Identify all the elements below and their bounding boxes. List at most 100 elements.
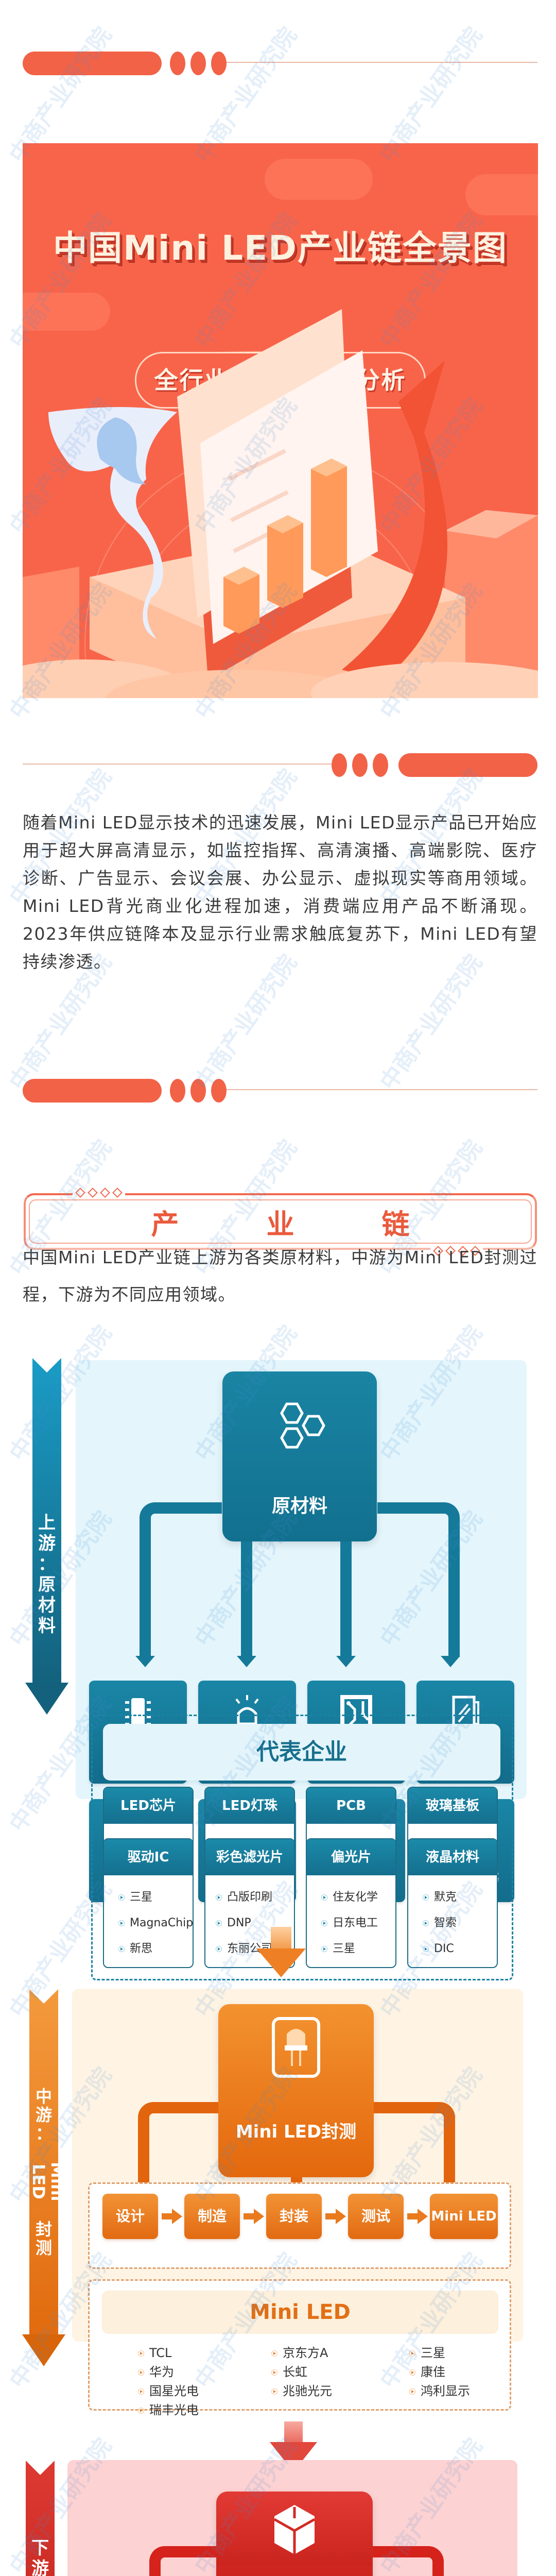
company-item: 国星光电: [138, 2382, 199, 2401]
bullet-arrow-icon: [321, 1946, 327, 1952]
bullet-arrow-icon: [409, 2388, 415, 2395]
bullet-arrow-icon: [138, 2388, 144, 2395]
company-item: 鸿利显示: [409, 2382, 470, 2401]
mini-led-list-banner: Mini LED: [102, 2291, 498, 2334]
intro-paragraph: 随着Mini LED显示技术的迅速发展，Mini LED显示产品已开始应用于超大…: [23, 812, 537, 972]
bullet-arrow-icon: [138, 2350, 144, 2357]
process-step: 设计: [102, 2194, 158, 2239]
report-chart-illustration: [23, 309, 538, 698]
company-item: TCL: [138, 2344, 199, 2363]
process-step: 制造: [184, 2194, 240, 2239]
downstream-side-label: 下游：应用领域: [31, 2538, 49, 2576]
arrow-down-icon: [237, 1656, 256, 1667]
upstream-hub: 原材料: [222, 1371, 377, 1541]
top-divider: [23, 49, 537, 75]
bullet-arrow-icon: [423, 1920, 429, 1926]
company-item: DIC: [423, 1936, 497, 1962]
mini-led-list-title-text: Mini LED: [250, 2300, 351, 2324]
process-step: 测试: [348, 2194, 404, 2239]
pipe-connector: [241, 1541, 252, 1657]
company-item: 凸版印刷: [216, 1885, 294, 1910]
pipe-connector: [374, 2102, 455, 2200]
arrow-right-icon: [162, 2209, 182, 2224]
cube-icon: [273, 2505, 316, 2554]
company-item: 新思: [118, 1936, 193, 1962]
company-item: 康佳: [409, 2363, 470, 2382]
company-box-title: LED芯片: [104, 1788, 193, 1824]
mini-led-company-column: TCL 华为 国星光电 瑞丰光电: [138, 2344, 199, 2420]
bullet-arrow-icon: [409, 2350, 415, 2357]
company-item: 长虹: [271, 2363, 332, 2382]
banner-char: 产: [151, 1208, 179, 1241]
diamond-ornament-icon: [73, 1188, 125, 1198]
company-item: DNP: [216, 1910, 294, 1936]
pipe-connector: [138, 2102, 218, 2200]
arrow-right-icon: [244, 2209, 264, 2224]
bullet-arrow-icon: [138, 2407, 144, 2414]
upstream-hub-label: 原材料: [271, 1496, 327, 1517]
diamond-ornament-icon: [430, 1246, 483, 1256]
bullet-arrow-icon: [216, 1946, 222, 1952]
bullet-arrow-icon: [409, 2369, 415, 2376]
companies-dashed-frame: [91, 1715, 513, 1980]
process-step: Mini LED: [430, 2194, 498, 2239]
bullet-arrow-icon: [271, 2388, 277, 2395]
company-box-title: 偏光片: [307, 1839, 395, 1875]
hero-banner: 中国Mini LED产业链全景图 全行业产业链图谱分析: [23, 143, 538, 698]
industry-chain-banner: 产 业 链: [24, 1188, 537, 1256]
downstream-hub: [216, 2492, 373, 2576]
mini-led-company-column: 京东方A 长虹 兆驰光元: [271, 2344, 332, 2401]
arrow-down-icon: [135, 1656, 155, 1667]
arrow-down-icon: [441, 1656, 460, 1667]
arrow-right-icon: [407, 2209, 428, 2224]
upstream-side-label: 上游：原材料: [38, 1513, 56, 1636]
bullet-arrow-icon: [216, 1920, 222, 1926]
representative-companies-title: 代表企业: [103, 1724, 500, 1781]
company-box-title: 玻璃基板: [408, 1788, 497, 1824]
company-box-title: PCB: [307, 1788, 395, 1824]
pipe-connector: [140, 1502, 222, 1657]
bullet-arrow-icon: [321, 1894, 327, 1901]
company-item: MagnaChip: [118, 1910, 193, 1936]
chain-divider: [23, 1077, 537, 1103]
company-box-title: 彩色滤光片: [205, 1839, 294, 1875]
bullet-arrow-icon: [423, 1894, 429, 1901]
led-diode-icon: [272, 2017, 320, 2078]
company-item: 日东电工: [321, 1910, 395, 1936]
hexagons-icon: [280, 1402, 325, 1449]
company-item: 默克: [423, 1885, 497, 1910]
midstream-side-label: 中游： Mini LED 封测: [29, 2087, 67, 2258]
chain-paragraph: 中国Mini LED产业链上游为各类原材料，中游为Mini LED封测过程，下游…: [23, 1247, 537, 1304]
bullet-arrow-icon: [271, 2350, 277, 2357]
company-item: 智索: [423, 1910, 497, 1936]
midstream-hub: Mini LED封测: [218, 2004, 374, 2177]
company-box-title: 驱动IC: [104, 1839, 193, 1875]
downstream-stage-bar: 下游：应用领域: [26, 2461, 55, 2576]
process-step: 封装: [266, 2194, 322, 2239]
upstream-stage-bar: 上游：原材料: [25, 1358, 68, 1719]
pipe-connector: [373, 2546, 444, 2576]
bullet-arrow-icon: [138, 2369, 144, 2376]
downstream-hub-lower: 应用领域: [216, 2566, 373, 2576]
pipe-connector: [149, 2546, 216, 2576]
company-item: 三星: [409, 2344, 470, 2363]
company-item: 兆驰光元: [271, 2382, 332, 2401]
arrow-right-icon: [325, 2209, 346, 2224]
bullet-arrow-icon: [118, 1946, 125, 1952]
banner-char: 业: [266, 1208, 294, 1241]
bullet-arrow-icon: [118, 1920, 125, 1926]
intro-divider: [23, 751, 537, 777]
company-item: 住友化学: [321, 1885, 395, 1910]
company-item: 三星: [321, 1936, 395, 1962]
bullet-arrow-icon: [216, 1894, 222, 1901]
midstream-hub-label: Mini LED封测: [235, 2122, 357, 2142]
pipe-connector: [340, 1541, 352, 1657]
company-box-title: LED灯珠: [205, 1788, 294, 1824]
bullet-arrow-icon: [321, 1920, 327, 1926]
bullet-arrow-icon: [118, 1894, 125, 1901]
company-item: 瑞丰光电: [138, 2401, 199, 2420]
company-item: 京东方A: [271, 2344, 332, 2363]
mini-led-company-column: 三星 康佳 鸿利显示: [409, 2344, 470, 2401]
